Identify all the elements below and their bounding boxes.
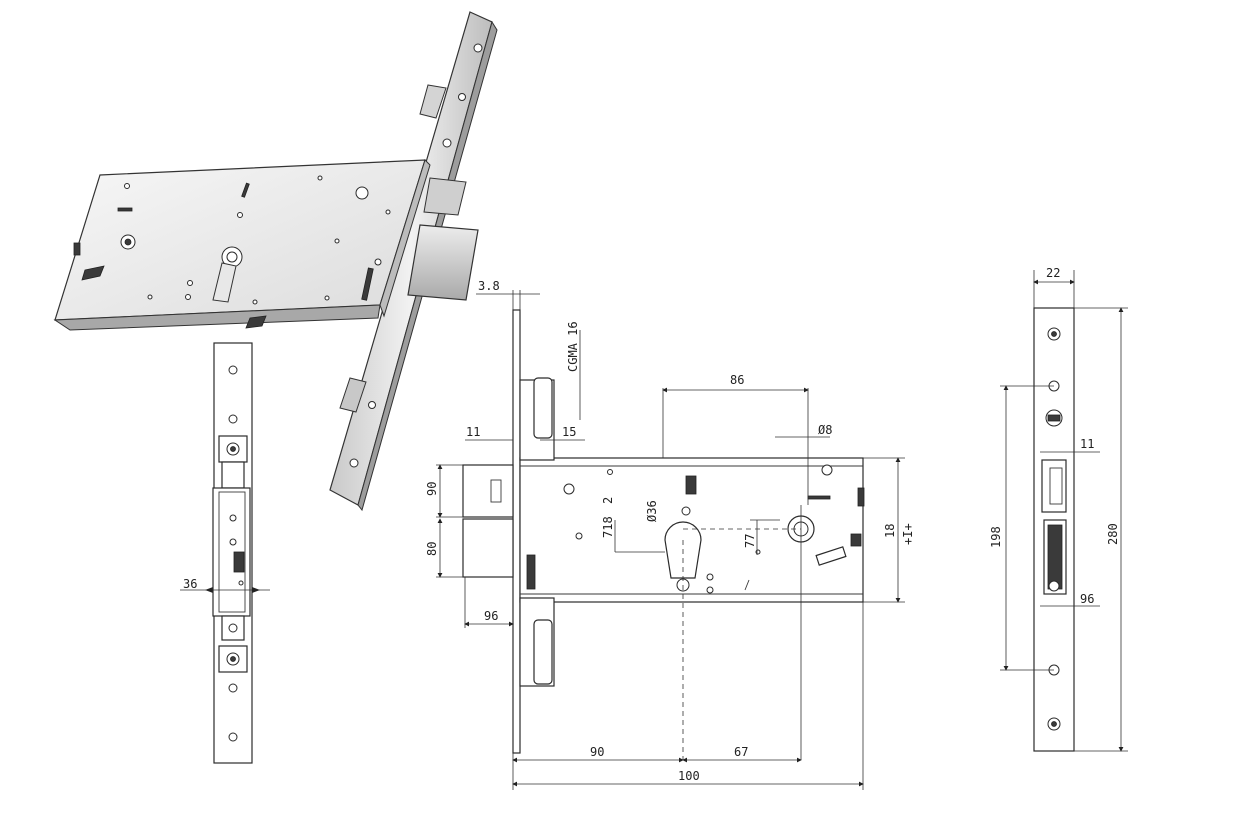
label-spring-latch-note: CGMA 16	[566, 321, 580, 372]
label-backset: 90	[590, 745, 604, 759]
label-case-depth: 100	[678, 769, 700, 783]
label-faceplate-length: 280	[1106, 523, 1120, 545]
lock-case-3d	[54, 159, 426, 321]
label-faceplate-thickness: 3.8	[478, 279, 500, 293]
label-faceplate-width-left: 36	[183, 577, 197, 591]
label-spindle-diameter: Ø8	[818, 423, 832, 437]
label-latch-offset: 11	[466, 425, 480, 439]
left-faceplate-view: 36	[180, 342, 270, 764]
label-cylinder-depth: 718	[601, 516, 615, 538]
label-latch-gap: 15	[562, 425, 576, 439]
label-case-height: 18	[883, 524, 897, 538]
label-latch-height: 80	[425, 542, 439, 556]
label-cylinder-diameter: Ø36	[645, 500, 659, 522]
label-hole-spacing: 198	[989, 526, 1003, 548]
center-section-view: 86 Ø8 3.8 CGMA 16 11 15 90 80 96 718 2 Ø…	[425, 279, 915, 790]
label-faceplate-width-right: 22	[1046, 266, 1060, 280]
label-bolt-height: 90	[425, 482, 439, 496]
deadbolt-3d	[407, 224, 479, 301]
label-cylinder-offset: 2	[601, 497, 615, 504]
label-latch-projection: 96	[484, 609, 498, 623]
label-cylinder-height: 77	[743, 534, 757, 548]
lock-3d-view	[53, 11, 498, 512]
label-backset-top: 86	[730, 373, 744, 387]
label-strike-distance: 11	[1080, 437, 1094, 451]
label-case-note: +I+	[901, 523, 915, 545]
label-center-distance: 67	[734, 745, 748, 759]
strike-plate-view: 22 198 280 11 96	[989, 266, 1128, 752]
label-strike-depth: 96	[1080, 592, 1094, 606]
